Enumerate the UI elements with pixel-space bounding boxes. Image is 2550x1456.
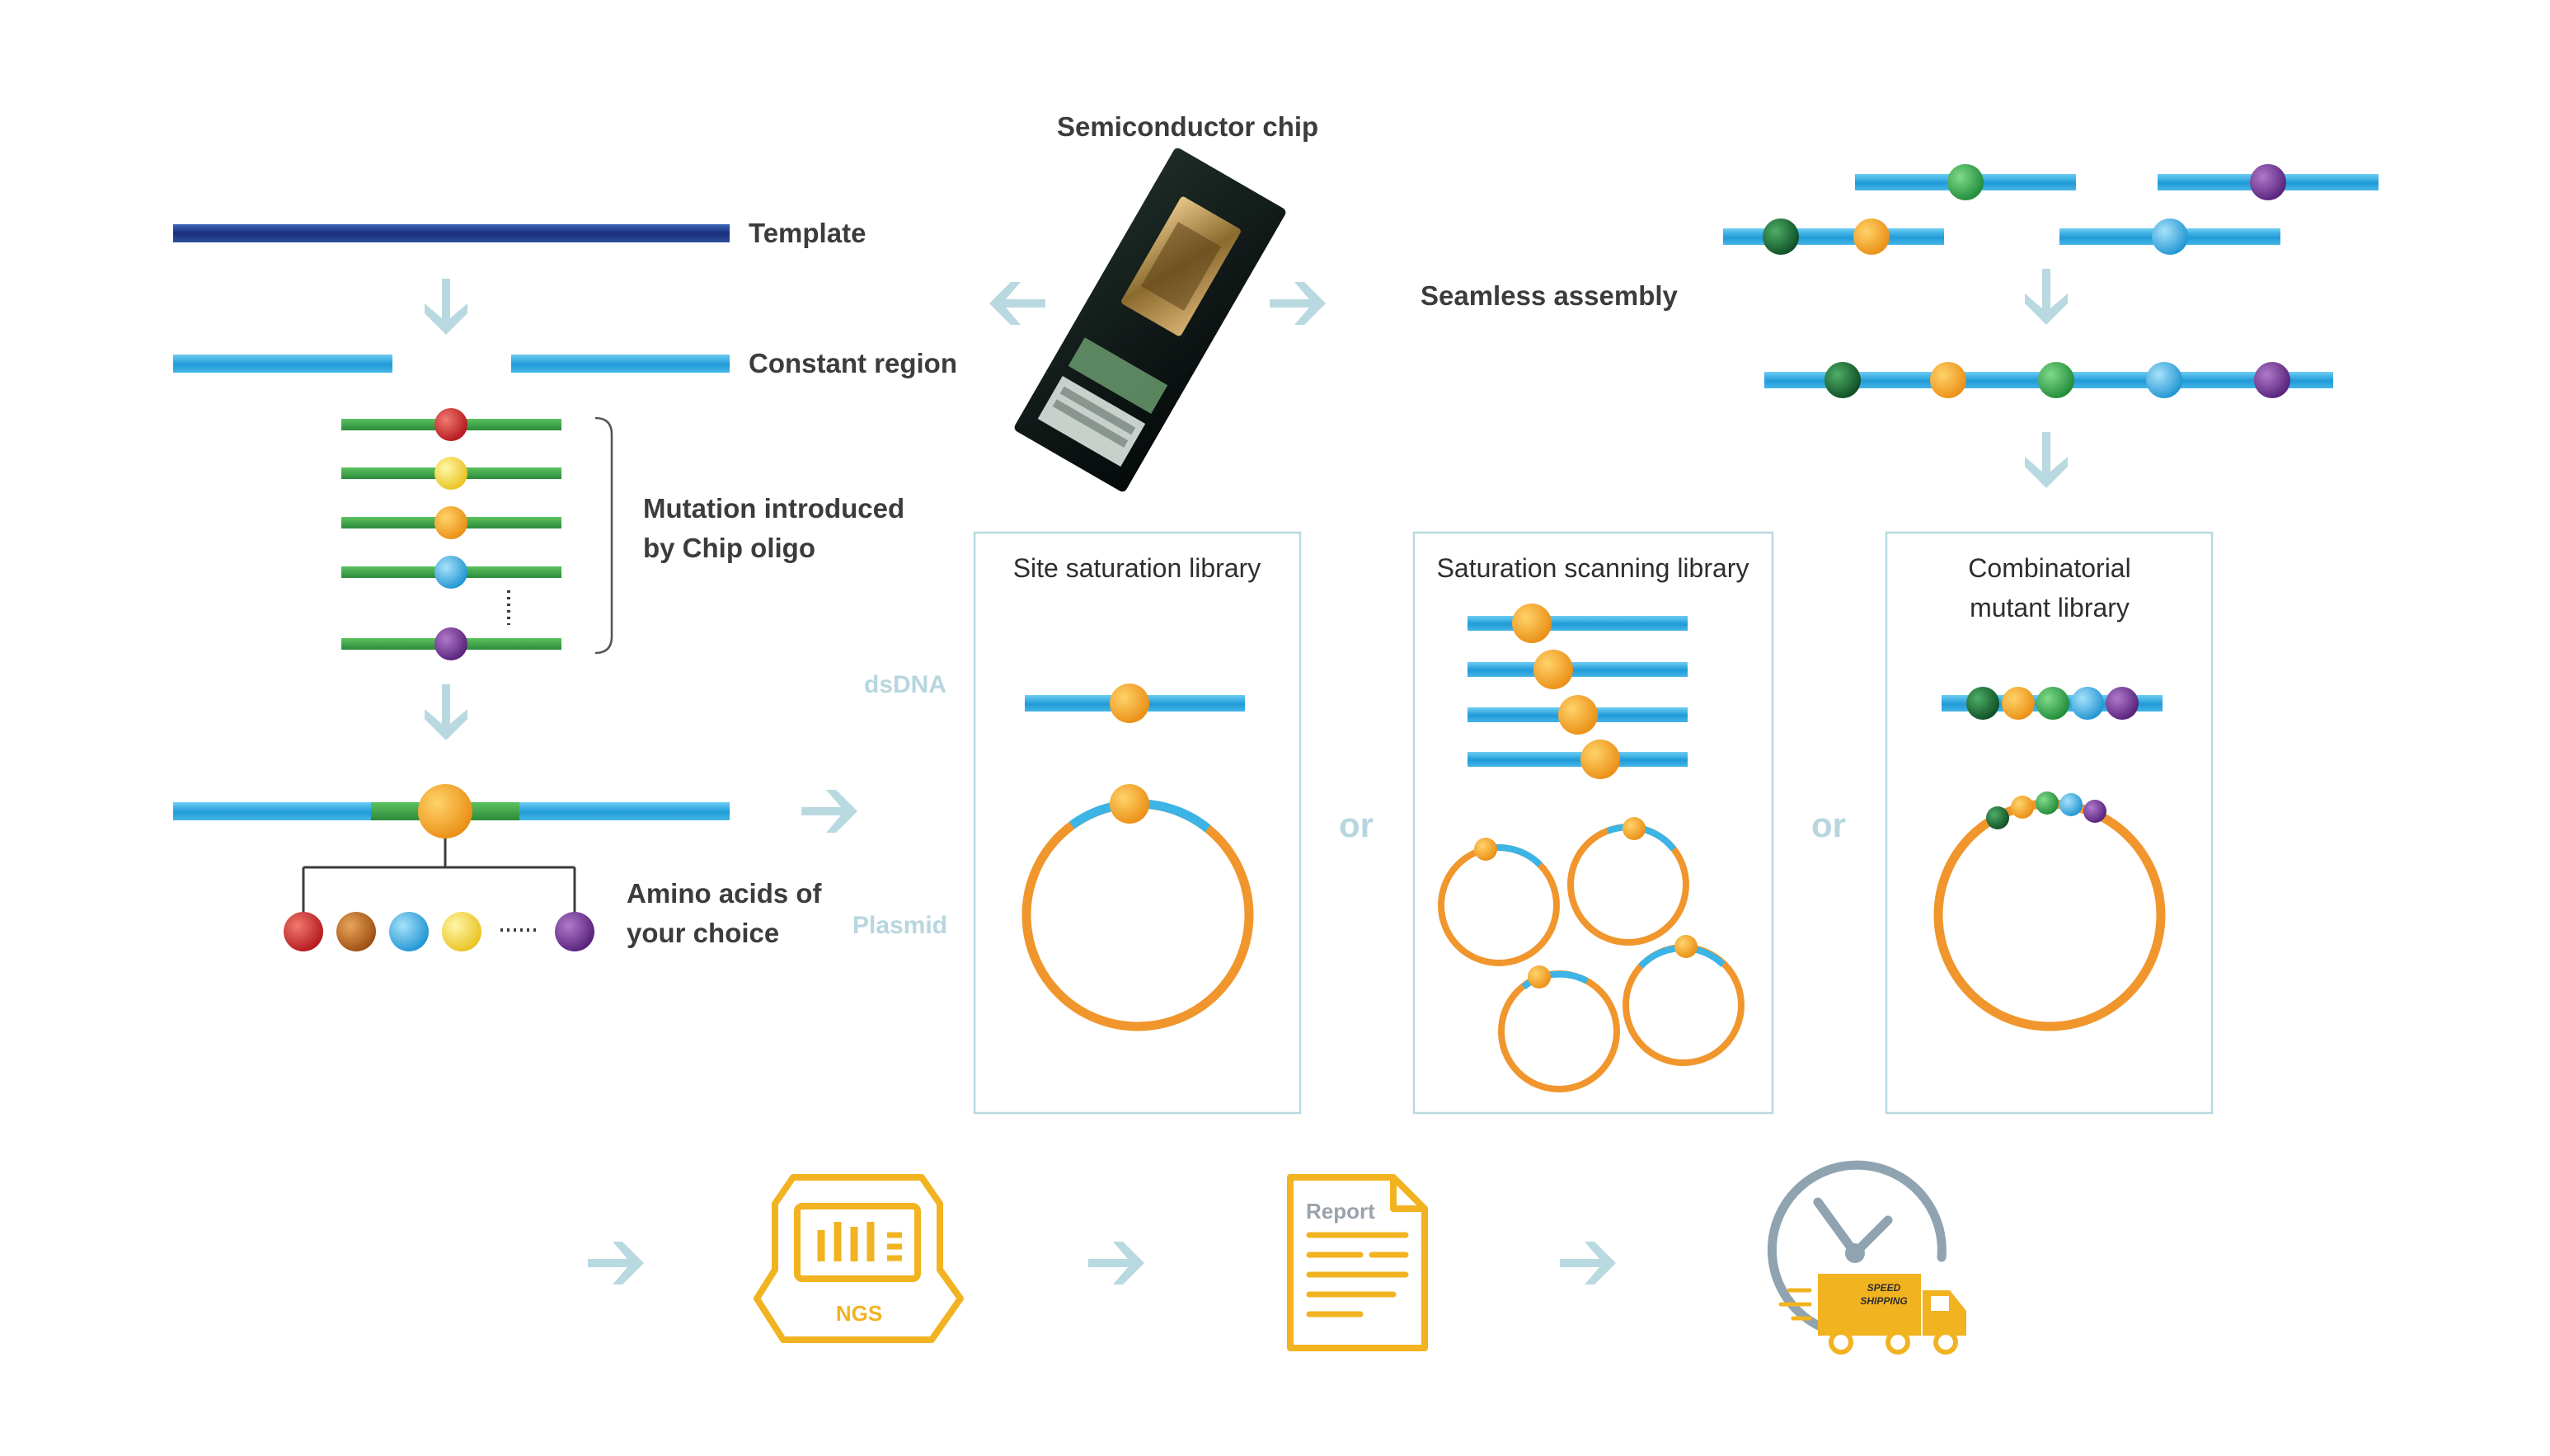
chip-icon [1014, 148, 1286, 492]
arrow-icon [801, 790, 857, 833]
truck-label-line2: SHIPPING [1860, 1295, 1907, 1307]
mutation-label-line2: by Chip oligo [643, 533, 815, 563]
truck-icon: SPEED SHIPPING [1778, 1274, 1966, 1355]
fragment-dot-blue [2152, 218, 2188, 255]
mutation-dot-purple [434, 627, 467, 660]
fragment-dot-purple [2250, 164, 2286, 200]
mutation-dot-orange [434, 506, 467, 539]
amino-acid-dot-brown [336, 912, 376, 951]
arrow-icon [989, 282, 1045, 325]
template-label: Template [749, 218, 866, 248]
amino-acid-dot-blue [389, 912, 429, 951]
site-saturation-library-box: Site saturation library [973, 531, 1302, 1115]
amino-acid-tree [302, 838, 576, 915]
saturation-scanning-library-box: Saturation scanning library [1412, 531, 1774, 1115]
amino-label-line1: Amino acids of [627, 878, 823, 909]
clock-icon [1767, 1160, 1947, 1332]
or-label: or [1811, 805, 1846, 844]
arrow-icon [1270, 282, 1326, 325]
arrow-icon [425, 684, 467, 740]
amino-acid-dot-purple [555, 912, 594, 951]
constant-region-left [173, 355, 392, 373]
template-strand [173, 224, 730, 242]
seamless-assembly-label: Seamless assembly [1421, 280, 1679, 311]
report-label: Report [1306, 1199, 1375, 1224]
chip-oligo-list [341, 408, 561, 660]
plasmid-label: Plasmid [852, 912, 947, 939]
mutation-dot-red [434, 408, 467, 441]
constant-region-right [511, 355, 730, 373]
fragment-dot-green [1947, 164, 1984, 200]
semiconductor-chip-label: Semiconductor chip [1057, 111, 1318, 142]
library-title: Combinatorial [1968, 553, 2130, 583]
library-title: Site saturation library [1013, 553, 1261, 583]
mutation-site-dot [418, 784, 472, 838]
or-label: or [1339, 805, 1374, 844]
library-title: Saturation scanning library [1437, 553, 1749, 583]
ngs-icon [754, 1174, 964, 1343]
arrow-icon [2025, 269, 2068, 325]
assembled-combinatorial-strand [1764, 362, 2333, 398]
amino-acid-dot-yellow [442, 912, 481, 951]
amino-label-line2: your choice [627, 918, 779, 948]
arrow-icon [1088, 1242, 1144, 1285]
mutation-dot-blue [434, 556, 467, 589]
combinatorial-mutant-library-box: Combinatorial mutant library [1885, 531, 2214, 1115]
arrow-icon [588, 1242, 644, 1285]
truck-label-line1: SPEED [1867, 1282, 1901, 1294]
mutation-dot-yellow [434, 457, 467, 490]
fragment-dot-darkgreen [1763, 218, 1799, 255]
arrow-icon [2025, 432, 2068, 488]
report-icon [1287, 1174, 1428, 1351]
ngs-label: NGS [836, 1301, 882, 1326]
arrow-icon [425, 279, 467, 335]
dsdna-label: dsDNA [864, 671, 946, 698]
oligo-bracket [594, 416, 613, 655]
mutation-label-line1: Mutation introduced [643, 493, 904, 524]
library-title-line2: mutant library [1970, 593, 2130, 622]
fragment-dot-orange [1853, 218, 1890, 255]
assembly-fragments [1723, 164, 2379, 255]
amino-acid-dot-red [284, 912, 323, 951]
arrow-icon [1560, 1242, 1616, 1285]
constant-region-label: Constant region [749, 348, 957, 378]
